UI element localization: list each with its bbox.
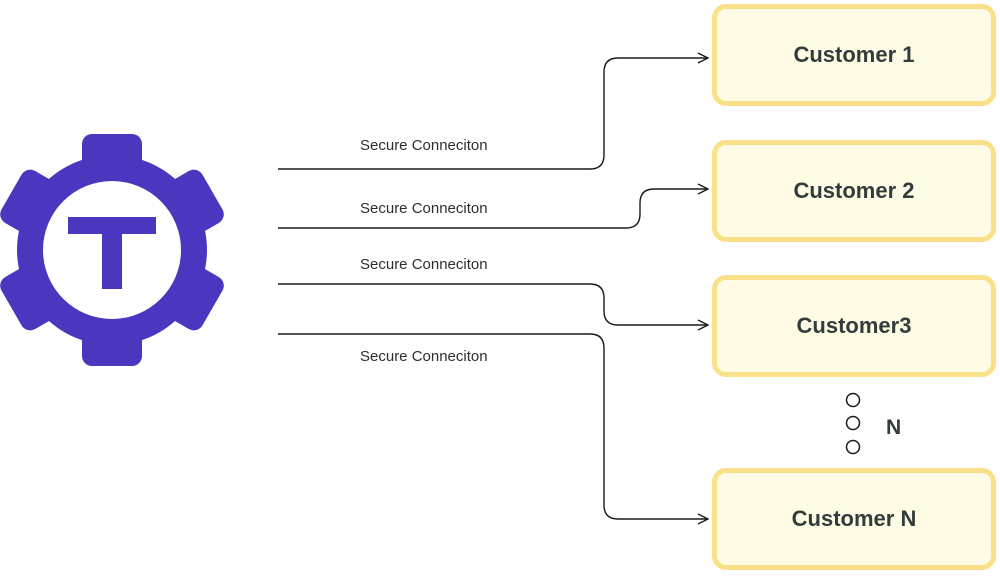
customer-label: Customer N — [791, 506, 917, 531]
customer-box-2: Customer 2 — [712, 140, 996, 242]
customer-label: Customer 1 — [793, 42, 915, 67]
ellipsis-dot — [845, 415, 861, 431]
connection-line-4 — [278, 333, 708, 519]
ellipsis-dot — [845, 439, 861, 455]
connection-line-3 — [278, 283, 708, 325]
customer-box-3: Customer3 — [712, 275, 996, 377]
ellipsis-n-label: N — [886, 416, 902, 439]
connection-line-2 — [278, 189, 708, 229]
customer-box-1: Customer 1 — [712, 4, 996, 106]
gear-logo-icon — [0, 134, 224, 366]
connection-label-3: Secure Conneciton — [360, 256, 488, 273]
customer-label: Customer3 — [796, 313, 912, 338]
ellipsis-dot — [845, 392, 861, 408]
connection-label-4: Secure Conneciton — [360, 348, 488, 365]
connection-line-1 — [278, 58, 708, 170]
connection-label-2: Secure Conneciton — [360, 200, 488, 217]
connection-label-1: Secure Conneciton — [360, 137, 488, 154]
customer-box-n: Customer N — [712, 468, 996, 570]
customer-label: Customer 2 — [793, 178, 915, 203]
